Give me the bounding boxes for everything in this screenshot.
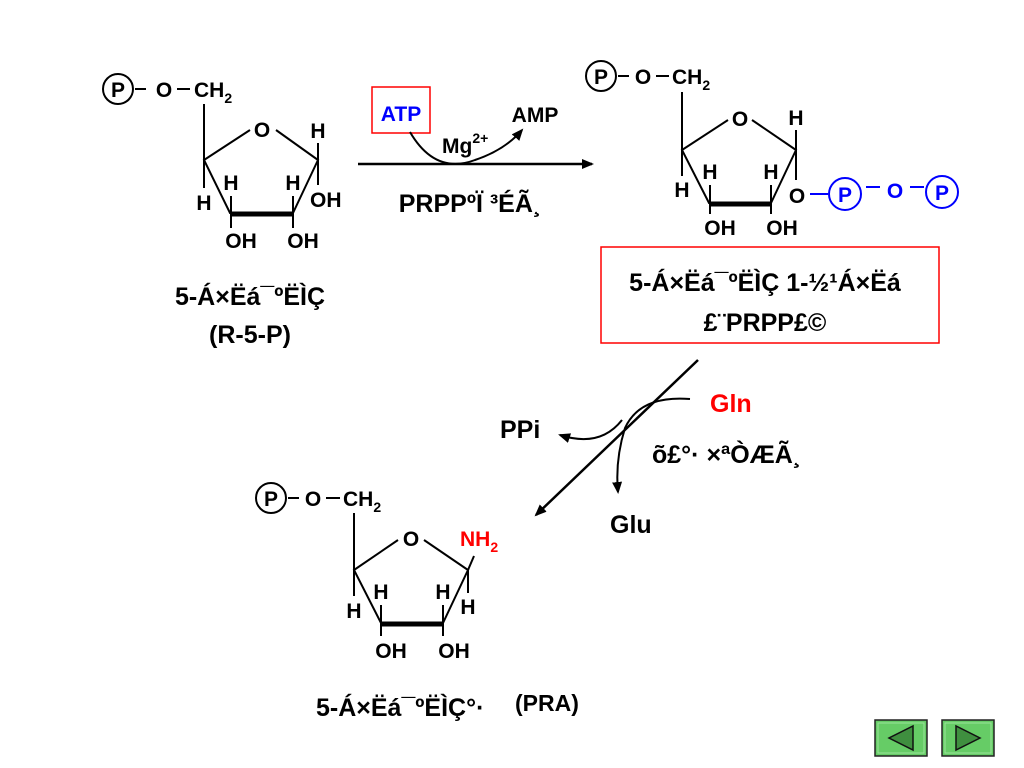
- amidotransferase-label: õ£°· ×ªÒÆÃ¸: [652, 439, 801, 469]
- c2-hydrogen: H: [763, 161, 778, 184]
- c1-hydrogen: H: [310, 120, 325, 143]
- prpp-name-line-2: £¨PRPP£©: [704, 309, 827, 337]
- c4-hydrogen: H: [196, 192, 211, 215]
- ring-oxygen: O: [254, 119, 270, 142]
- c1-oxygen: O: [789, 185, 805, 208]
- pyrophosphate-label: PPi: [500, 416, 540, 444]
- ch2-group: CH2: [672, 66, 710, 93]
- furanose-ring: [352, 539, 470, 624]
- glutamine-label: Gln: [710, 390, 752, 418]
- c4-hydrogen: H: [674, 179, 689, 202]
- ribose-5-phosphate-structure: P O CH2 O H OH H H OH H OH: [102, 73, 342, 253]
- gln-input-curve: [612, 397, 691, 494]
- ester-oxygen: O: [635, 66, 651, 89]
- r5p-name: 5-Á×Ëá¯ºËÌÇ: [175, 282, 325, 311]
- prpp-structure: P O CH2 O H O H H OH H OH P O P: [585, 60, 959, 240]
- atp-highlight-box: [371, 86, 431, 134]
- prpp-name-line-1: 5-Á×Ëá¯ºËÌÇ 1-½¹Á×Ëá: [629, 268, 901, 297]
- ring-oxygen: O: [403, 528, 419, 551]
- phosphate-circle: [585, 60, 617, 92]
- previous-slide-button[interactable]: [874, 719, 928, 757]
- amp-label: AMP: [512, 104, 559, 127]
- c2-hydrogen: H: [285, 172, 300, 195]
- bridge-oxygen: O: [887, 180, 903, 203]
- pyrophosphate-p2-label: P: [935, 182, 949, 205]
- furanose-ring: [680, 119, 798, 204]
- prpp-name-box: [600, 246, 940, 344]
- ch2-group: CH2: [343, 488, 381, 515]
- pyrophosphate-p2-circle: [925, 175, 959, 209]
- c1-hydroxyl: OH: [310, 189, 342, 212]
- c3-hydroxyl: OH: [704, 217, 736, 240]
- c2-hydrogen: H: [435, 581, 450, 604]
- c3-hydrogen: H: [373, 581, 388, 604]
- phosphate-circle: [102, 73, 134, 105]
- prpp-synthetase-label: PRPPºÏ ³ÉÃ¸: [399, 188, 541, 218]
- ester-oxygen: O: [156, 79, 172, 102]
- pra-structure: P O CH2 O NH2 H H H OH H OH: [255, 482, 498, 663]
- c4-hydrogen: H: [346, 600, 361, 623]
- triangle-right-icon: [955, 724, 982, 752]
- cofactor-curved-arrow: [409, 128, 524, 165]
- c1-hydrogen: H: [460, 596, 475, 619]
- r5p-abbreviation: (R-5-P): [209, 321, 291, 349]
- phosphate-label: P: [594, 66, 608, 89]
- pra-name: 5-Á×Ëá¯ºËÌÇ°·: [316, 693, 484, 722]
- ppi-output-curve: [558, 419, 623, 443]
- reaction-2-arrow: [534, 359, 699, 517]
- c3-hydrogen: H: [223, 172, 238, 195]
- reaction-1: ATP AMP Mg2+ PRPPºÏ ³ÉÃ¸: [358, 86, 594, 218]
- ch2-group: CH2: [194, 79, 232, 106]
- next-slide-button[interactable]: [941, 719, 995, 757]
- pyrophosphate-p1-label: P: [838, 184, 852, 207]
- phosphate-label: P: [111, 79, 125, 102]
- glutamate-label: Glu: [610, 511, 652, 539]
- triangle-left-icon: [887, 724, 914, 752]
- c2-hydroxyl: OH: [287, 230, 319, 253]
- pra-abbreviation: (PRA): [515, 690, 579, 716]
- c3-hydrogen: H: [702, 161, 717, 184]
- ester-oxygen: O: [305, 488, 321, 511]
- c3-hydroxyl: OH: [375, 640, 407, 663]
- ring-oxygen: O: [732, 108, 748, 131]
- magnesium-cofactor: Mg2+: [442, 130, 488, 158]
- reaction-2: Gln PPi Glu õ£°· ×ªÒÆÃ¸: [500, 359, 801, 539]
- c1-hydrogen: H: [788, 107, 803, 130]
- amino-group: NH2: [460, 528, 498, 555]
- phosphate-label: P: [264, 488, 278, 511]
- atp-label: ATP: [381, 103, 421, 126]
- pyrophosphate-p1-circle: [828, 177, 862, 211]
- c2-hydroxyl: OH: [766, 217, 798, 240]
- furanose-ring: [202, 129, 320, 214]
- phosphate-circle: [255, 482, 287, 514]
- c2-hydroxyl: OH: [438, 640, 470, 663]
- c3-hydroxyl: OH: [225, 230, 257, 253]
